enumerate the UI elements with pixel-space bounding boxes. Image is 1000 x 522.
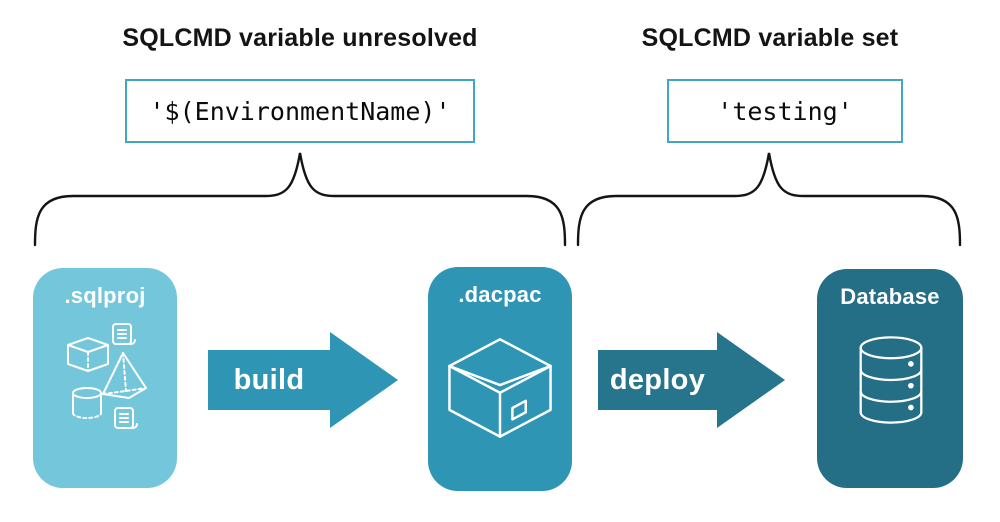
left-brace: [33, 152, 567, 247]
right-brace: [576, 152, 962, 247]
left-heading: SQLCMD variable unresolved: [122, 24, 478, 52]
deploy-arrow-label: deploy: [609, 363, 706, 396]
build-arrow-head: [330, 332, 398, 428]
right-code-text: 'testing': [717, 96, 853, 126]
stage-sqlproj-label: .sqlproj: [64, 283, 146, 308]
right-heading: SQLCMD variable set: [641, 24, 899, 52]
database-cylinder-icon: [859, 336, 923, 424]
left-code-box: '$(EnvironmentName)': [125, 79, 475, 143]
right-code-box: 'testing': [667, 79, 903, 143]
stage-dacpac: .dacpac: [428, 267, 572, 491]
cylinder-icon: [72, 387, 102, 419]
script-scroll-icon: [114, 407, 138, 429]
stage-dacpac-label: .dacpac: [458, 282, 542, 307]
build-arrow: build: [208, 332, 398, 428]
cube-icon: [67, 337, 109, 372]
script-scroll-icon: [112, 323, 136, 345]
deploy-arrow: deploy: [598, 332, 785, 428]
stage-sqlproj: .sqlproj: [33, 268, 177, 488]
stage-database: Database: [817, 269, 963, 488]
package-box-icon: [448, 338, 552, 438]
stage-database-label: Database: [840, 284, 940, 309]
build-arrow-body: build: [208, 350, 330, 410]
build-arrow-label: build: [233, 363, 305, 396]
left-code-text: '$(EnvironmentName)': [149, 96, 451, 126]
sql-objects-icon: [67, 323, 147, 429]
deploy-arrow-body: deploy: [598, 350, 717, 410]
pyramid-icon: [102, 352, 147, 399]
deploy-arrow-head: [717, 332, 785, 428]
